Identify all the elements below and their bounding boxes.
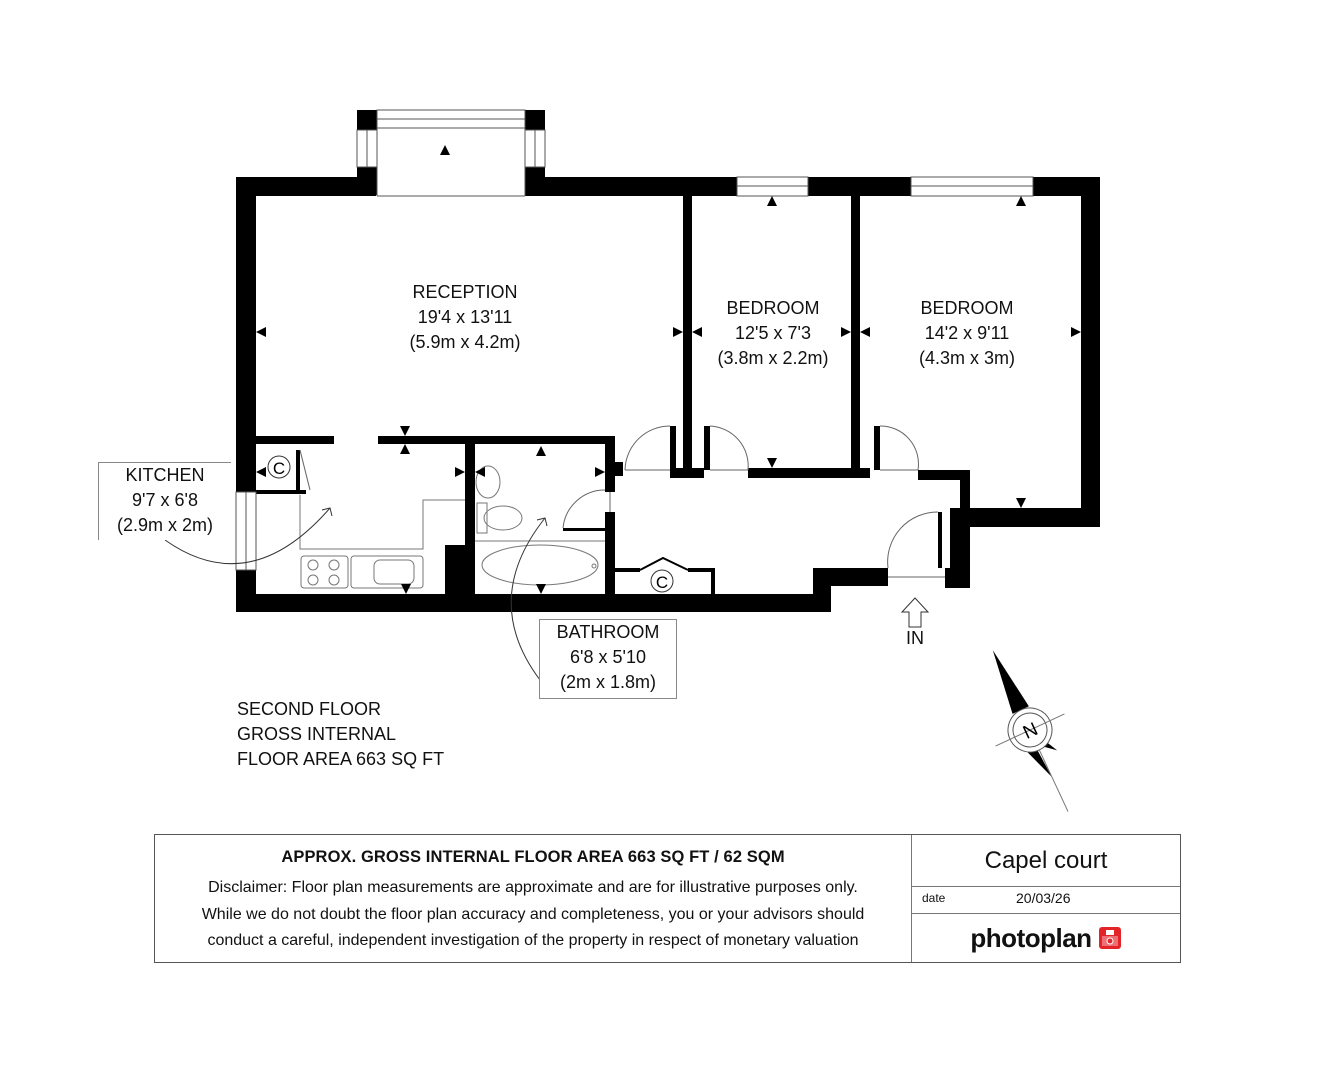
- date-value: 20/03/26: [1016, 890, 1071, 906]
- door-swings: [299, 425, 945, 578]
- room-size-metric: (2m x 1.8m): [559, 672, 656, 692]
- room-name: RECEPTION: [412, 282, 518, 302]
- disclaimer: Disclaimer: Floor plan measurements are …: [155, 875, 911, 955]
- room-size-imperial: 19'4 x 13'11: [417, 307, 513, 327]
- info-panel: APPROX. GROSS INTERNAL FLOOR AREA 663 SQ…: [154, 834, 1181, 963]
- floor-note-line-2: GROSS INTERNAL: [237, 724, 397, 744]
- date-row: date 20/03/26: [912, 887, 1180, 914]
- north-compass-icon: N: [992, 650, 1069, 812]
- brand-logo: photoplan: [912, 914, 1180, 962]
- disclaimer-line-1: Disclaimer: Floor plan measurements are …: [208, 879, 858, 896]
- label-leaders: [164, 507, 548, 681]
- disclaimer-line-3: conduct a careful, independent investiga…: [207, 932, 859, 949]
- windows: [235, 109, 1034, 571]
- room-size-metric: (4.3m x 3m): [918, 348, 1015, 368]
- svg-text:C: C: [273, 459, 285, 478]
- floor-plan-drawing: C C: [164, 109, 1100, 812]
- camera-icon: [1098, 927, 1121, 949]
- room-size-imperial: 9'7 x 6'8: [132, 490, 198, 510]
- room-size-metric: (5.9m x 4.2m): [409, 332, 521, 352]
- svg-text:C: C: [656, 573, 668, 592]
- room-size-metric: (2.9m x 2m): [116, 515, 213, 535]
- info-summary: APPROX. GROSS INTERNAL FLOOR AREA 663 SQ…: [155, 835, 912, 962]
- room-size-imperial: 12'5 x 7'3: [735, 323, 811, 343]
- fixtures: [299, 465, 605, 589]
- walls: [236, 110, 1100, 612]
- floor-note-line-3: FLOOR AREA 663 SQ FT: [237, 749, 445, 769]
- measurement-arrows: [256, 145, 1081, 594]
- project-name: Capel court: [912, 835, 1180, 887]
- room-label-bedroom-1: BEDROOM 12'5 x 7'3 (3.8m x 2.2m): [698, 296, 848, 371]
- room-name: BATHROOM: [556, 622, 660, 642]
- entrance-arrow-icon: [900, 597, 930, 628]
- room-size-metric: (3.8m x 2.2m): [717, 348, 829, 368]
- room-label-kitchen: KITCHEN 9'7 x 6'8 (2.9m x 2m): [98, 462, 231, 540]
- room-label-reception: RECEPTION 19'4 x 13'11 (5.9m x 4.2m): [384, 280, 546, 355]
- floor-area-note: SECOND FLOOR GROSS INTERNAL FLOOR AREA 6…: [237, 697, 444, 772]
- brand-name: photoplan: [970, 922, 1092, 953]
- disclaimer-line-2: While we do not doubt the floor plan acc…: [201, 905, 865, 923]
- cupboard-symbols: C C: [267, 455, 689, 593]
- room-name: KITCHEN: [125, 465, 205, 485]
- room-label-bathroom: BATHROOM 6'8 x 5'10 (2m x 1.8m): [539, 619, 677, 699]
- room-size-imperial: 6'8 x 5'10: [570, 647, 646, 667]
- floor-area-title: APPROX. GROSS INTERNAL FLOOR AREA 663 SQ…: [281, 848, 785, 866]
- floor-note-line-1: SECOND FLOOR: [237, 699, 382, 719]
- room-name: BEDROOM: [920, 298, 1014, 318]
- room-size-imperial: 14'2 x 9'11: [924, 323, 1010, 343]
- date-label: date: [922, 891, 946, 905]
- entrance-label: IN: [906, 628, 924, 648]
- room-name: BEDROOM: [726, 298, 820, 318]
- info-meta: Capel court date 20/03/26 photoplan: [912, 835, 1180, 962]
- room-label-bedroom-2: BEDROOM 14'2 x 9'11 (4.3m x 3m): [892, 296, 1042, 371]
